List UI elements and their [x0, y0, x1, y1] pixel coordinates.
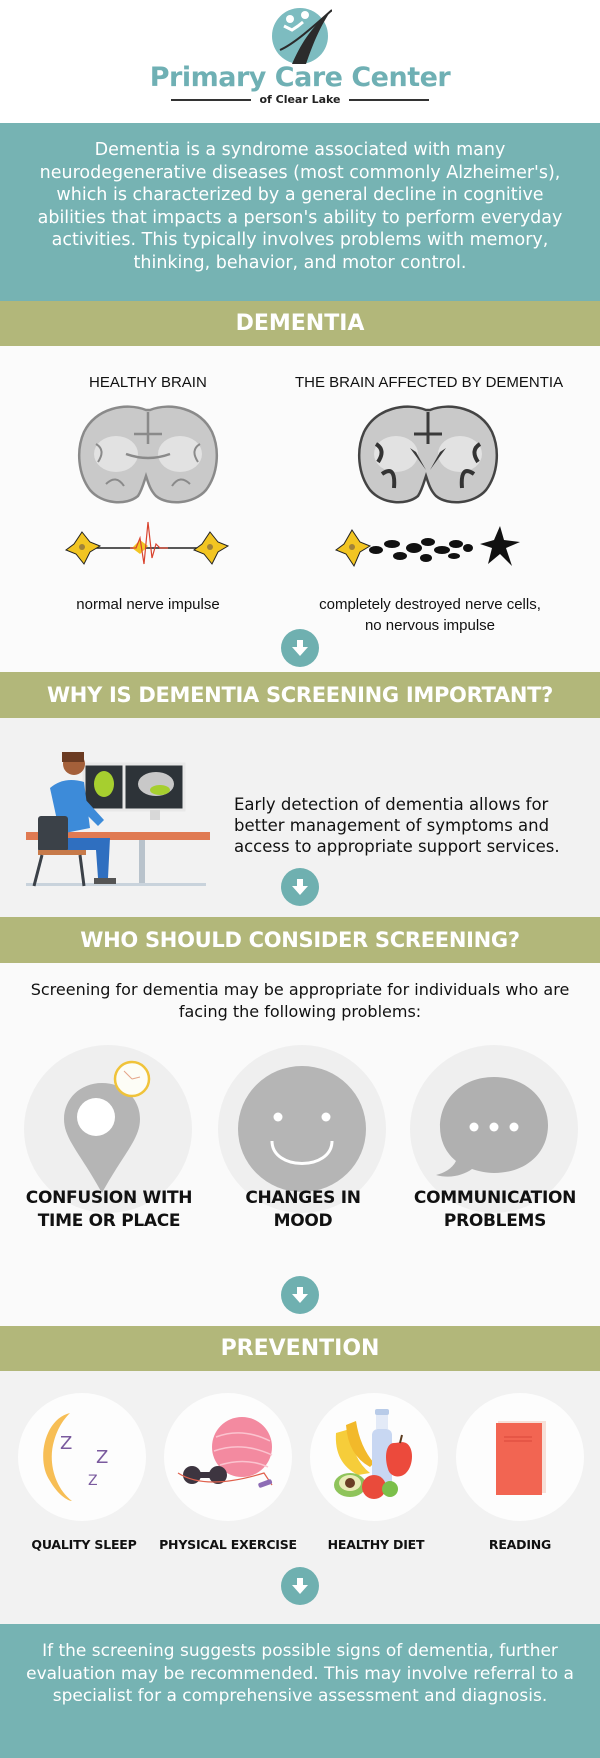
- exercise-icon-circle: [164, 1393, 292, 1521]
- arrow-down-icon: [292, 1287, 308, 1303]
- who-item-line1: CHANGES IN: [245, 1188, 361, 1208]
- location-pin-clock-icon: [64, 1060, 151, 1193]
- smiley-face-icon: [238, 1066, 366, 1192]
- healthy-caption: normal nerve impulse: [76, 596, 220, 613]
- communication-icon-circle: [410, 1045, 578, 1213]
- scroll-down-button[interactable]: [281, 1567, 319, 1605]
- prevention-label: HEALTHY DIET: [327, 1537, 425, 1552]
- reading-icon-circle: [456, 1393, 584, 1521]
- header: Primary Care Center of Clear Lake: [0, 0, 600, 123]
- sleep-icon-circle: Z Z Z: [18, 1393, 146, 1521]
- exercise-ball-icon: [177, 1417, 273, 1488]
- confusion-icon-circle: [24, 1045, 192, 1213]
- intro-section: Dementia is a syndrome associated with m…: [0, 123, 600, 301]
- section-heading-dementia: DEMENTIA: [0, 301, 600, 346]
- scroll-down-button[interactable]: [281, 868, 319, 906]
- divider: [171, 98, 252, 101]
- svg-text:Z: Z: [96, 1447, 108, 1468]
- arrow-down-icon: [292, 879, 308, 895]
- mood-icon-circle: [218, 1045, 386, 1213]
- arrow-down-icon: [292, 1578, 308, 1594]
- divider: [348, 98, 429, 101]
- brand-subtitle-row: of Clear Lake: [0, 93, 600, 106]
- why-section: Early detection of dementia allows for b…: [0, 718, 600, 917]
- brand-subtitle: of Clear Lake: [259, 93, 341, 106]
- healthy-brain-icon: [77, 405, 219, 504]
- scroll-down-button[interactable]: [281, 1276, 319, 1314]
- affected-caption-line1: completely destroyed nerve cells,: [319, 596, 541, 613]
- affected-caption-line2: no nervous impulse: [364, 617, 496, 634]
- affected-brain-icon: [357, 405, 499, 504]
- who-item-line2: MOOD: [273, 1211, 333, 1231]
- brand-title: Primary Care Center: [149, 62, 451, 93]
- prevention-label: READING: [488, 1537, 552, 1552]
- healthy-brain-label: HEALTHY BRAIN: [89, 374, 207, 391]
- scroll-down-button[interactable]: [281, 629, 319, 667]
- healthy-food-icon: [334, 1409, 412, 1499]
- prevention-label: PHYSICAL EXERCISE: [159, 1537, 297, 1552]
- section-heading-prevention: PREVENTION: [0, 1326, 600, 1371]
- svg-text:Z: Z: [60, 1433, 72, 1454]
- prevention-section: Z Z Z QUALITY SLEEP PHYSICAL EXERCISE: [0, 1371, 600, 1624]
- who-item-label: CONFUSION WITH TIME OR PLACE: [14, 1187, 204, 1233]
- destroyed-neurons-icon: [334, 526, 520, 568]
- prevention-label: QUALITY SLEEP: [31, 1537, 137, 1552]
- who-item-line2: PROBLEMS: [443, 1211, 547, 1231]
- affected-caption: completely destroyed nerve cells, no ner…: [300, 594, 560, 636]
- outro-section: If the screening suggests possible signs…: [0, 1624, 600, 1758]
- doctor-computer-illustration: [26, 752, 210, 887]
- who-item-line1: COMMUNICATION: [413, 1188, 577, 1208]
- affected-brain-label: THE BRAIN AFFECTED BY DEMENTIA: [295, 374, 564, 391]
- svg-text:Z: Z: [88, 1473, 98, 1489]
- arrow-down-icon: [292, 640, 308, 656]
- who-item-label: COMMUNICATION PROBLEMS: [400, 1187, 590, 1233]
- diet-icon-circle: [310, 1393, 438, 1521]
- moon-sleep-icon: Z Z Z: [43, 1413, 108, 1501]
- logo-icon: [272, 8, 332, 64]
- healthy-neurons-icon: [64, 521, 230, 565]
- intro-text: Dementia is a syndrome associated with m…: [37, 140, 563, 273]
- section-heading-why: WHY IS DEMENTIA SCREENING IMPORTANT?: [0, 672, 600, 718]
- why-text: Early detection of dementia allows for b…: [234, 795, 560, 856]
- dementia-section: HEALTHY BRAIN THE BRAIN AFFECTED BY DEME…: [0, 346, 600, 672]
- who-item-line2: TIME OR PLACE: [37, 1211, 181, 1231]
- book-icon: [496, 1421, 546, 1495]
- who-item-label: CHANGES IN MOOD: [208, 1187, 398, 1233]
- who-section: Screening for dementia may be appropriat…: [0, 963, 600, 1326]
- section-heading-who: WHO SHOULD CONSIDER SCREENING?: [0, 917, 600, 963]
- who-item-line1: CONFUSION WITH: [25, 1188, 193, 1208]
- who-intro-text: Screening for dementia may be appropriat…: [30, 980, 570, 1021]
- speech-bubble-icon: [436, 1077, 548, 1177]
- outro-text: If the screening suggests possible signs…: [26, 1641, 574, 1706]
